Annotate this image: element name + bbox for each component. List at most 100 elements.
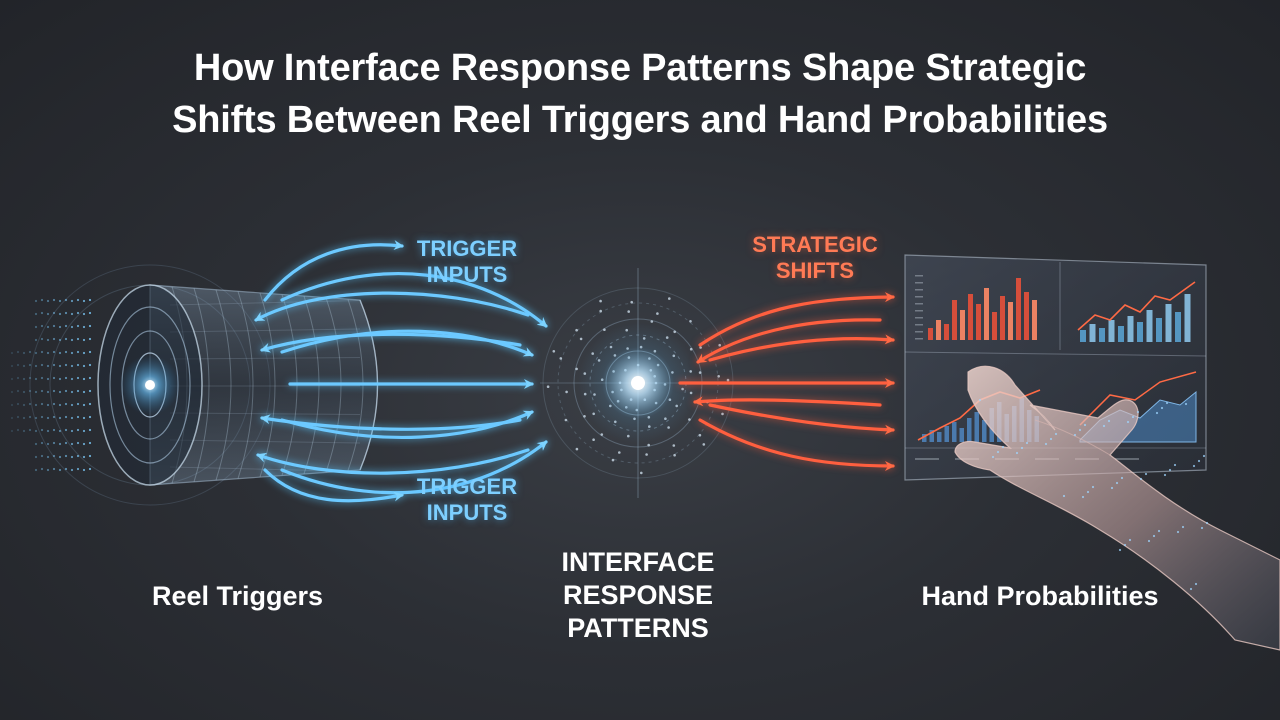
panel-tick	[915, 331, 923, 333]
panel-bar	[1008, 302, 1013, 340]
arrow-to-panel-3	[708, 403, 895, 435]
reel-dot	[70, 338, 74, 342]
hand-dot	[978, 398, 982, 402]
hand-dot	[1168, 468, 1172, 472]
reel-dot	[88, 311, 92, 315]
reel-dot	[70, 299, 74, 303]
arrow-to-core-1	[280, 272, 548, 328]
reel-dot	[46, 338, 50, 342]
hand-dot	[1123, 543, 1127, 547]
panel-tick	[915, 296, 923, 298]
reel-dot	[16, 363, 20, 367]
core-dot	[688, 418, 691, 421]
reel-dot	[70, 325, 74, 329]
reel-dot	[70, 312, 74, 316]
reel-dot	[10, 403, 14, 407]
reel-dot	[52, 428, 56, 432]
hand-dot	[1044, 442, 1048, 446]
reel-dot	[40, 298, 44, 302]
core-dot	[689, 320, 692, 323]
reel-dot	[88, 402, 92, 406]
reel-dot	[88, 454, 92, 458]
hand-dot	[1115, 481, 1119, 485]
reel-dot	[52, 350, 56, 354]
core-dot	[672, 444, 676, 447]
panel-line-top-right	[1077, 281, 1196, 331]
panel-bar	[968, 294, 973, 340]
reel-dot	[64, 415, 68, 419]
reel-dot	[52, 415, 56, 419]
reel-dot	[28, 363, 32, 367]
reel-dot	[52, 441, 56, 445]
core-dot	[611, 458, 615, 462]
reel-dot	[22, 416, 26, 420]
reel-dot	[22, 351, 26, 355]
reel-dot	[64, 363, 68, 367]
reel-dot	[46, 377, 50, 381]
hand-dot	[1144, 472, 1148, 476]
reel-dot	[88, 337, 92, 341]
hand-dot	[1181, 525, 1185, 529]
reel-dot	[82, 390, 86, 394]
reel-dot	[76, 363, 80, 367]
reel-dot	[40, 428, 44, 432]
reel-dot	[22, 377, 26, 381]
reel-line	[169, 357, 361, 360]
panel-bar	[1137, 322, 1143, 342]
reel-dot	[46, 299, 50, 303]
hand-dot	[1107, 419, 1111, 423]
panel-bar	[1089, 324, 1096, 342]
core-dot	[564, 418, 568, 422]
panel-tick	[1115, 458, 1139, 460]
reel-dot	[28, 428, 32, 432]
hand-dot	[1081, 495, 1085, 499]
label-hand-probabilities: Hand Probabilities	[921, 581, 1159, 611]
core-dot	[702, 443, 706, 446]
reel-dot	[46, 325, 50, 329]
reel-dot	[88, 389, 92, 393]
reel-dot	[52, 363, 56, 367]
reel-dot	[10, 429, 14, 433]
reel-ribs	[169, 286, 364, 484]
reel-dot	[82, 377, 86, 381]
reel-dot	[16, 376, 20, 380]
core-dot	[645, 453, 648, 456]
reel-dot	[46, 364, 50, 368]
arrow-to-core-3	[280, 410, 534, 439]
hand-dot	[1184, 402, 1188, 406]
reel-dot	[40, 363, 44, 367]
arrow-to-trigger-inputs-top	[263, 240, 404, 302]
panel-bar	[976, 304, 981, 340]
reel-line	[169, 300, 361, 306]
hand-dot	[1194, 582, 1198, 586]
reel-dot	[58, 455, 62, 459]
panel-bars-top-right	[1080, 294, 1191, 342]
reel-line	[169, 439, 361, 444]
hand-dot	[1086, 490, 1090, 494]
label-trigger-inputs-top-line1: TRIGGER	[416, 236, 518, 261]
panel-bar	[974, 412, 979, 442]
panel-bar	[1080, 330, 1086, 342]
page-title: How Interface Response Patterns Shape St…	[0, 42, 1280, 146]
reel-dot	[34, 351, 38, 355]
reel-dot	[70, 403, 74, 407]
arrow-core-to-reel-1	[254, 291, 530, 322]
reel-dot	[64, 311, 68, 315]
reel-dot	[64, 428, 68, 432]
panel-bar	[952, 422, 957, 442]
reel-dot	[70, 468, 74, 472]
reel-dot	[76, 376, 80, 380]
reel-dot	[58, 442, 62, 446]
reel-dot	[10, 351, 14, 355]
core-dot	[630, 300, 633, 304]
core-dot	[579, 337, 583, 341]
hand-dot	[1165, 401, 1169, 405]
core-dot	[627, 310, 630, 313]
reel-dot	[70, 377, 74, 381]
hand-dot	[1176, 530, 1180, 534]
reel-dot	[34, 429, 38, 433]
label-strategic-shifts-line2: SHIFTS	[775, 258, 855, 283]
hand-dot	[1173, 463, 1177, 467]
reel-dot	[64, 337, 68, 341]
